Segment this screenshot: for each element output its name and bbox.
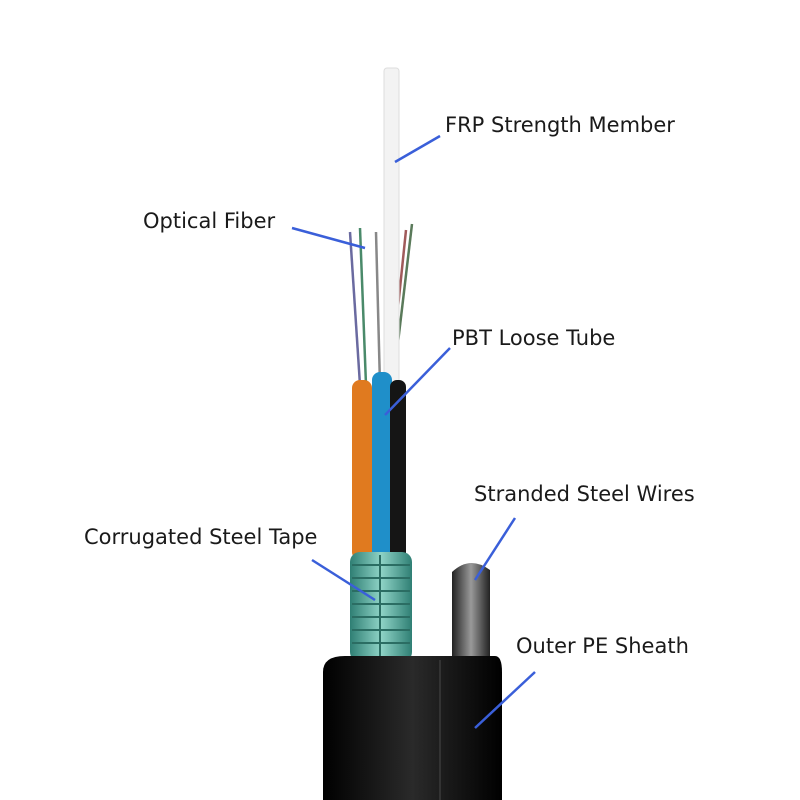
frp-rod	[383, 67, 400, 389]
orange-loose-tube	[352, 380, 372, 560]
tape-corrugation	[352, 555, 410, 660]
blue-loose-tube	[372, 372, 392, 560]
label-corrugated-steel-tape: Corrugated Steel Tape	[84, 525, 318, 549]
label-frp-strength-member: FRP Strength Member	[445, 113, 675, 137]
optical-fibers	[348, 223, 414, 386]
label-stranded-steel-wires: Stranded Steel Wires	[474, 482, 695, 506]
label-outer-pe-sheath: Outer PE Sheath	[516, 634, 689, 658]
black-loose-tube	[390, 380, 406, 560]
label-optical-fiber: Optical Fiber	[143, 209, 276, 233]
outer-pe-sheath	[323, 656, 502, 800]
stranded-steel-wires	[452, 562, 490, 665]
leader-lines	[291, 134, 536, 729]
label-pbt-loose-tube: PBT Loose Tube	[452, 326, 616, 350]
